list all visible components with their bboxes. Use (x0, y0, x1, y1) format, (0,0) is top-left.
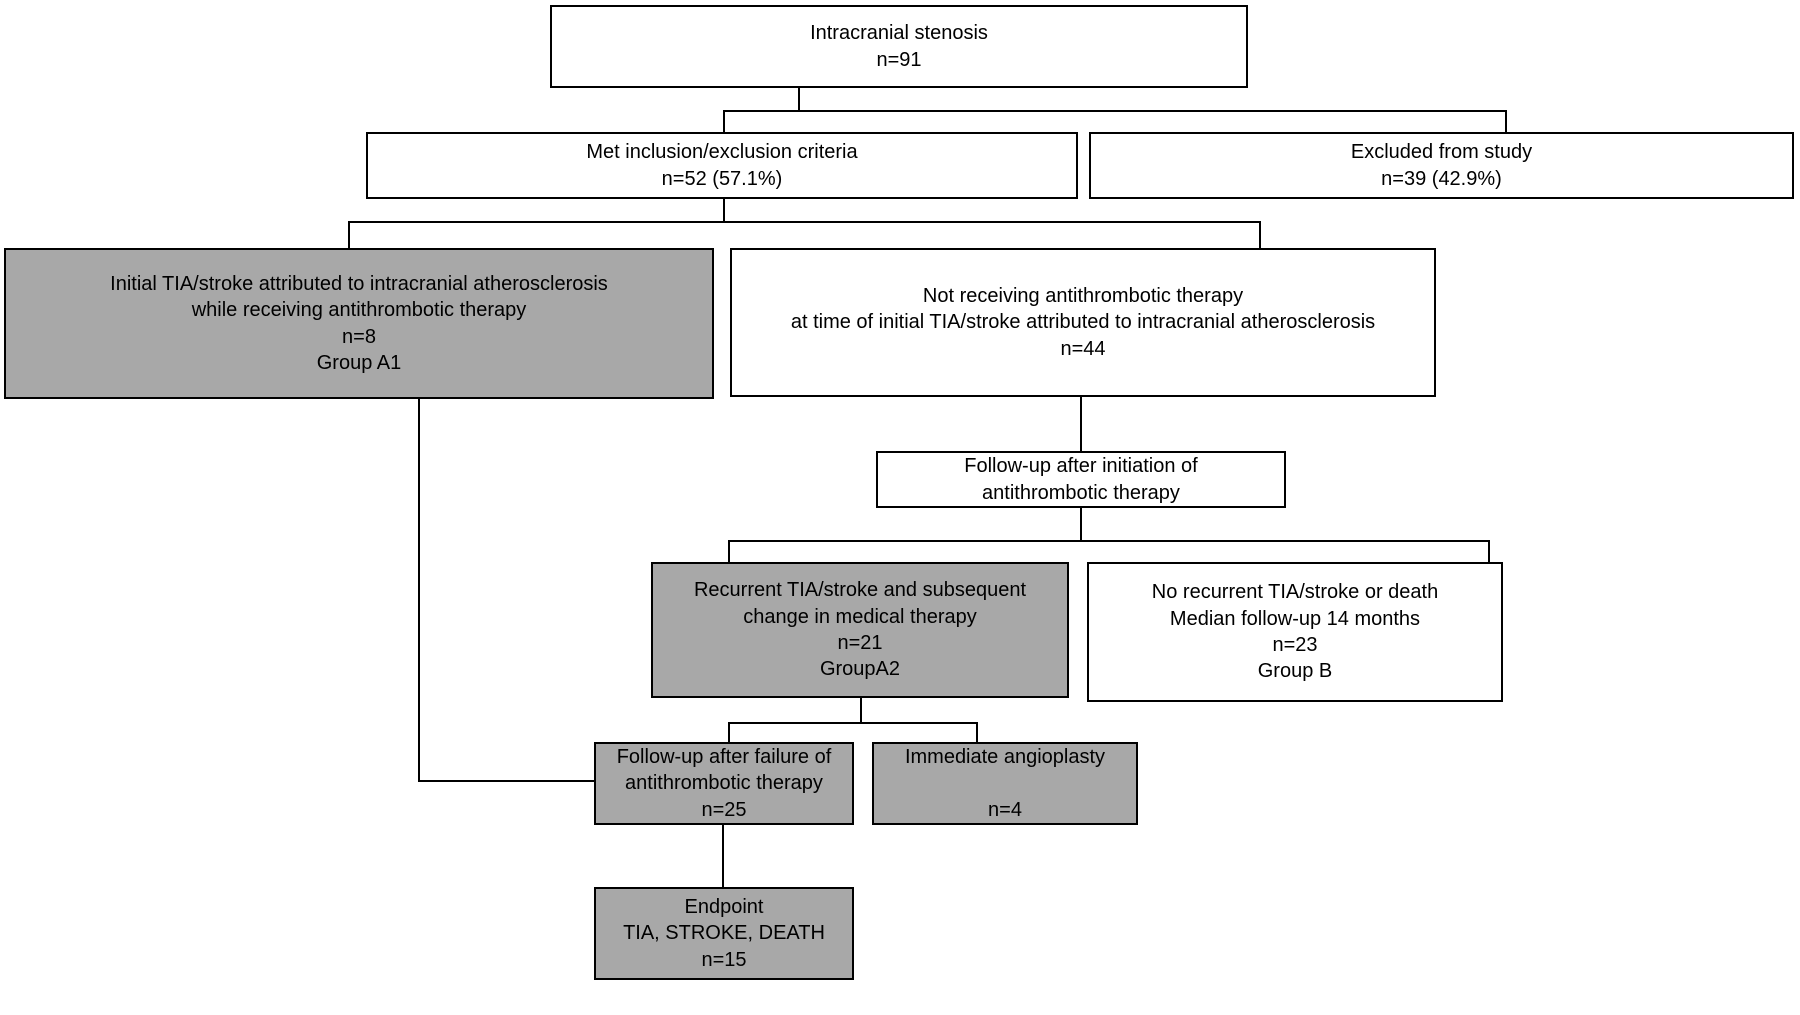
node-line: while receiving antithrombotic therapy (191, 299, 527, 322)
node-line: n=8 (342, 325, 376, 348)
node-line: Initial TIA/stroke attributed to intracr… (110, 272, 608, 295)
connector-to-angioplasty (976, 722, 978, 742)
connector-level1-bar (723, 110, 1507, 112)
connector-to-not-receiving (1259, 221, 1261, 248)
connector-to-group-a2 (728, 540, 730, 562)
node-line: Intracranial stenosis (810, 22, 988, 45)
connector-groupa2-stem (860, 698, 862, 722)
node-group-a1[interactable]: Initial TIA/stroke attributed to intracr… (4, 248, 714, 399)
connector-to-fufail (728, 722, 730, 742)
node-line: n=15 (701, 948, 747, 971)
node-line: Excluded from study (1350, 141, 1533, 164)
node-line: TIA, STROKE, DEATH (623, 922, 825, 945)
connector-a1-elbow-horizontal (418, 780, 596, 782)
node-line: n=21 (837, 632, 883, 654)
node-line: Group B (1257, 660, 1333, 683)
node-line: change in medical therapy (743, 605, 977, 628)
node-line: Median follow-up 14 months (1169, 607, 1421, 630)
node-line: Follow-up after initiation of (964, 455, 1198, 478)
node-line: at time of initial TIA/stroke attributed… (790, 311, 1376, 334)
node-line: n=44 (1060, 337, 1106, 360)
node-followup-after-initiation[interactable]: Follow-up after initiation of antithromb… (876, 451, 1286, 508)
connector-to-met (723, 110, 725, 132)
connector-level2-bar (348, 221, 1261, 223)
node-line: Follow-up after failure of (616, 745, 832, 768)
node-line: antithrombotic therapy (982, 481, 1180, 504)
connector-fufail-to-endpoint (722, 825, 724, 887)
node-line (1002, 770, 1008, 796)
node-line: antithrombotic therapy (625, 772, 823, 795)
connector-to-group-b (1488, 540, 1490, 562)
node-line: n=52 (57.1%) (661, 167, 783, 190)
node-line: n=23 (1272, 634, 1318, 656)
connector-notreceiving-stem (1080, 397, 1082, 451)
node-intracranial-stenosis[interactable]: Intracranial stenosis n=91 (550, 5, 1248, 88)
node-line: Endpoint (684, 895, 764, 918)
node-line: Recurrent TIA/stroke and subsequent (693, 579, 1027, 602)
node-immediate-angioplasty[interactable]: Immediate angioplasty n=4 (872, 742, 1138, 825)
connector-to-group-a1 (348, 221, 350, 248)
node-line: No recurrent TIA/stroke or death (1151, 581, 1439, 604)
node-met-criteria[interactable]: Met inclusion/exclusion criteria n=52 (5… (366, 132, 1078, 199)
connector-stenosis-stem (798, 88, 800, 110)
node-line: Group A1 (316, 351, 402, 374)
connector-level3-bar (728, 540, 1490, 542)
node-endpoint[interactable]: Endpoint TIA, STROKE, DEATH n=15 (594, 887, 854, 980)
node-line: Met inclusion/exclusion criteria (586, 141, 858, 164)
node-line: n=91 (876, 48, 922, 71)
connector-fuinit-stem (1080, 508, 1082, 540)
node-followup-after-failure[interactable]: Follow-up after failure of antithromboti… (594, 742, 854, 825)
node-line: n=39 (42.9%) (1381, 167, 1502, 190)
node-line: n=4 (988, 798, 1022, 821)
node-line: GroupA2 (819, 658, 901, 681)
node-line: Immediate angioplasty (904, 745, 1106, 768)
node-excluded-from-study[interactable]: Excluded from study n=39 (42.9%) (1089, 132, 1794, 199)
node-line: n=25 (701, 798, 747, 821)
connector-to-excluded (1505, 110, 1507, 132)
connector-a1-elbow-vertical (418, 399, 420, 782)
node-not-receiving-therapy[interactable]: Not receiving antithrombotic therapy at … (730, 248, 1436, 397)
node-group-a2[interactable]: Recurrent TIA/stroke and subsequent chan… (651, 562, 1069, 698)
node-group-b[interactable]: No recurrent TIA/stroke or death Median … (1087, 562, 1503, 702)
node-line: Not receiving antithrombotic therapy (922, 284, 1244, 307)
connector-met-stem (723, 199, 725, 221)
connector-level4-bar (728, 722, 978, 724)
